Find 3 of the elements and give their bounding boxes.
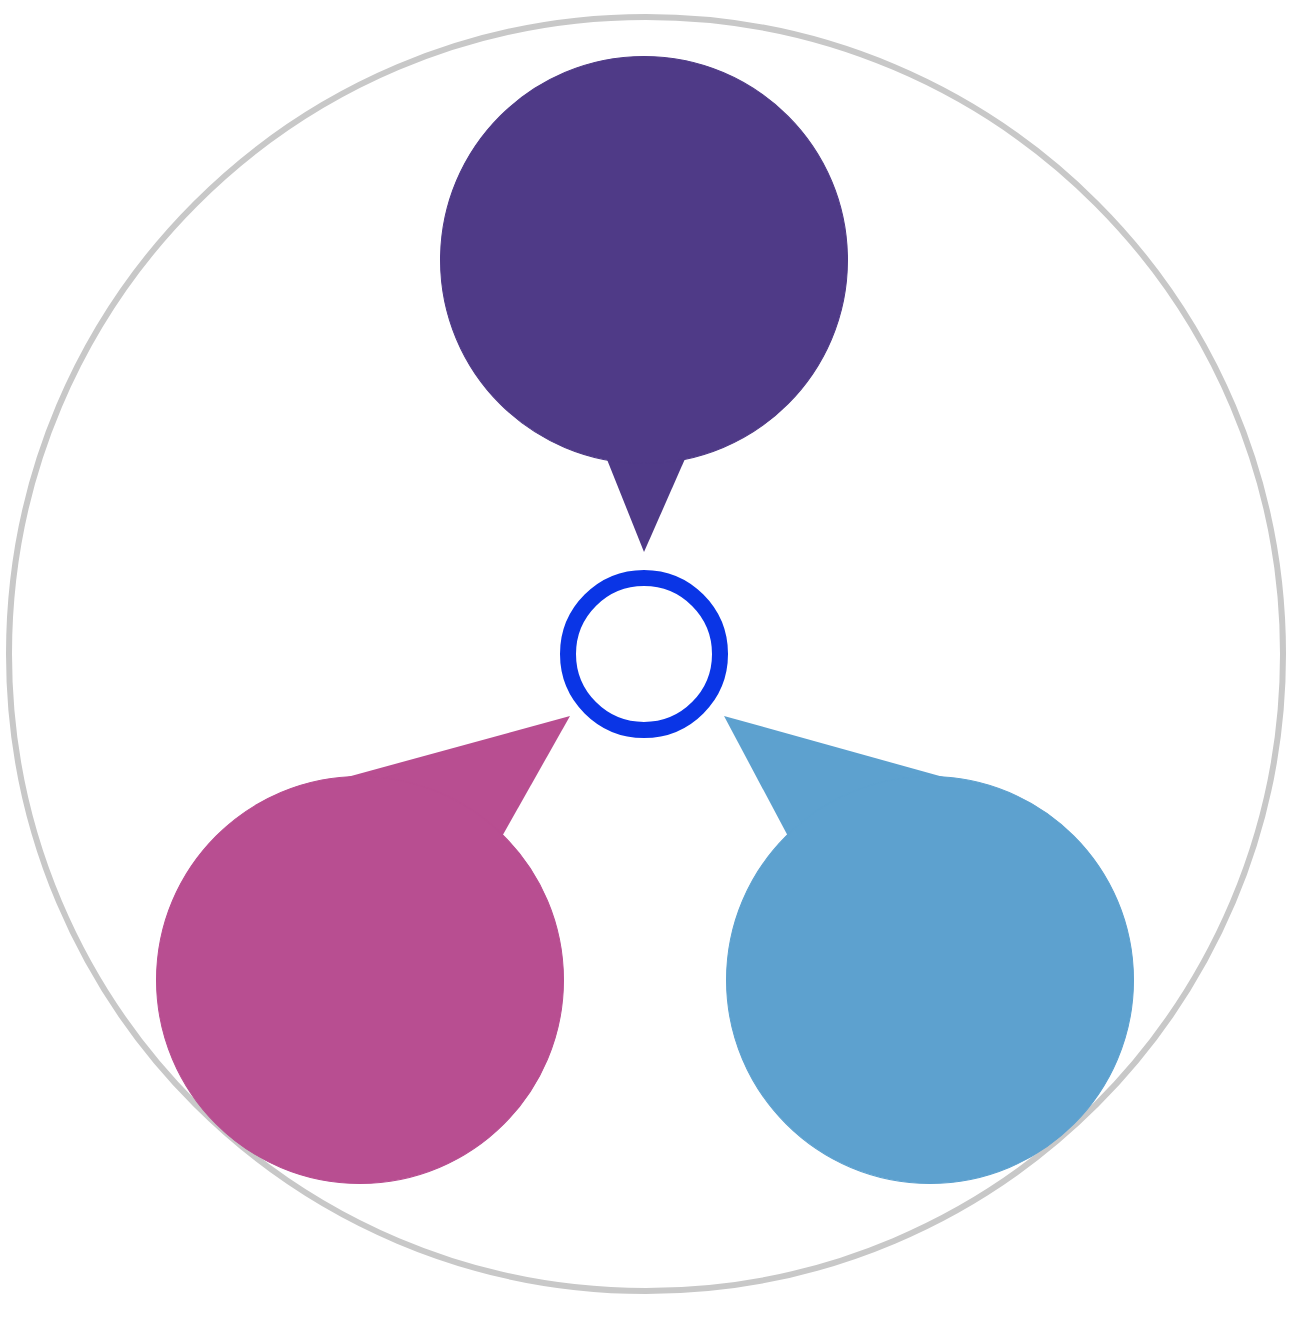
speech-bubble [440, 56, 848, 552]
speech-bubble [156, 716, 570, 1184]
speech-bubble [724, 716, 1134, 1184]
